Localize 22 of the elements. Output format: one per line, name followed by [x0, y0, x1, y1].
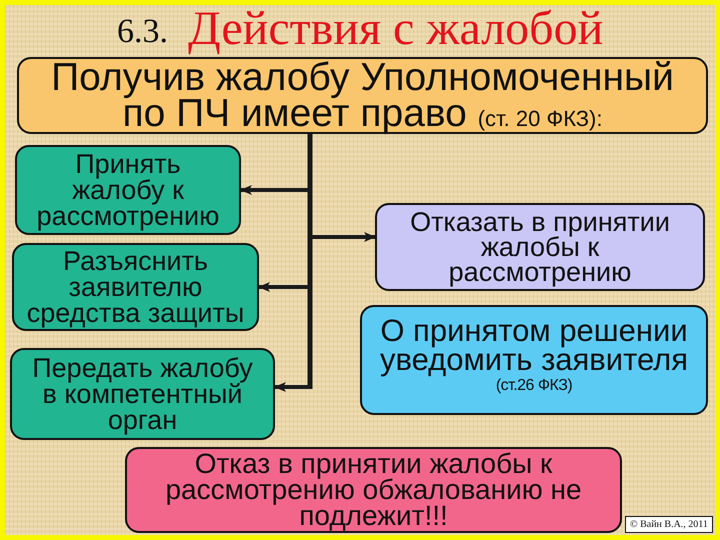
- action-box: [375, 203, 705, 291]
- action-text: О принятом решении уведомить заявителя: [378, 316, 690, 374]
- warning-box: [125, 447, 622, 533]
- connector-arrow: [240, 185, 308, 195]
- warning-text: Отказ в принятии жалобы к рассмотрению обжалованию не подлежит!!!: [164, 451, 583, 529]
- action-text: Принять жалобу к рассмотрению: [36, 151, 220, 229]
- connector-trunk: [308, 134, 312, 389]
- intro-box: [17, 57, 708, 134]
- connector-arrow: [274, 382, 308, 392]
- connector-arrow: [312, 232, 376, 242]
- slide-title: Действия с жалобой: [188, 5, 604, 53]
- copyright-note: © Вайн В.А., 2011: [625, 516, 713, 533]
- connector-arrow: [258, 282, 308, 292]
- article-reference: (ст.26 ФКЗ): [496, 376, 572, 396]
- action-text: Отказать в принятии жалобы к рассмотрению: [409, 210, 671, 284]
- section-number: 6.3.: [117, 15, 168, 49]
- action-box: [15, 145, 241, 235]
- action-box: [12, 243, 259, 331]
- action-box: [10, 348, 275, 440]
- action-text: Разъяснить заявителю средства защиты: [26, 248, 246, 326]
- action-text: Передать жалобу в компетентный орган: [31, 355, 254, 433]
- action-box: [360, 305, 708, 415]
